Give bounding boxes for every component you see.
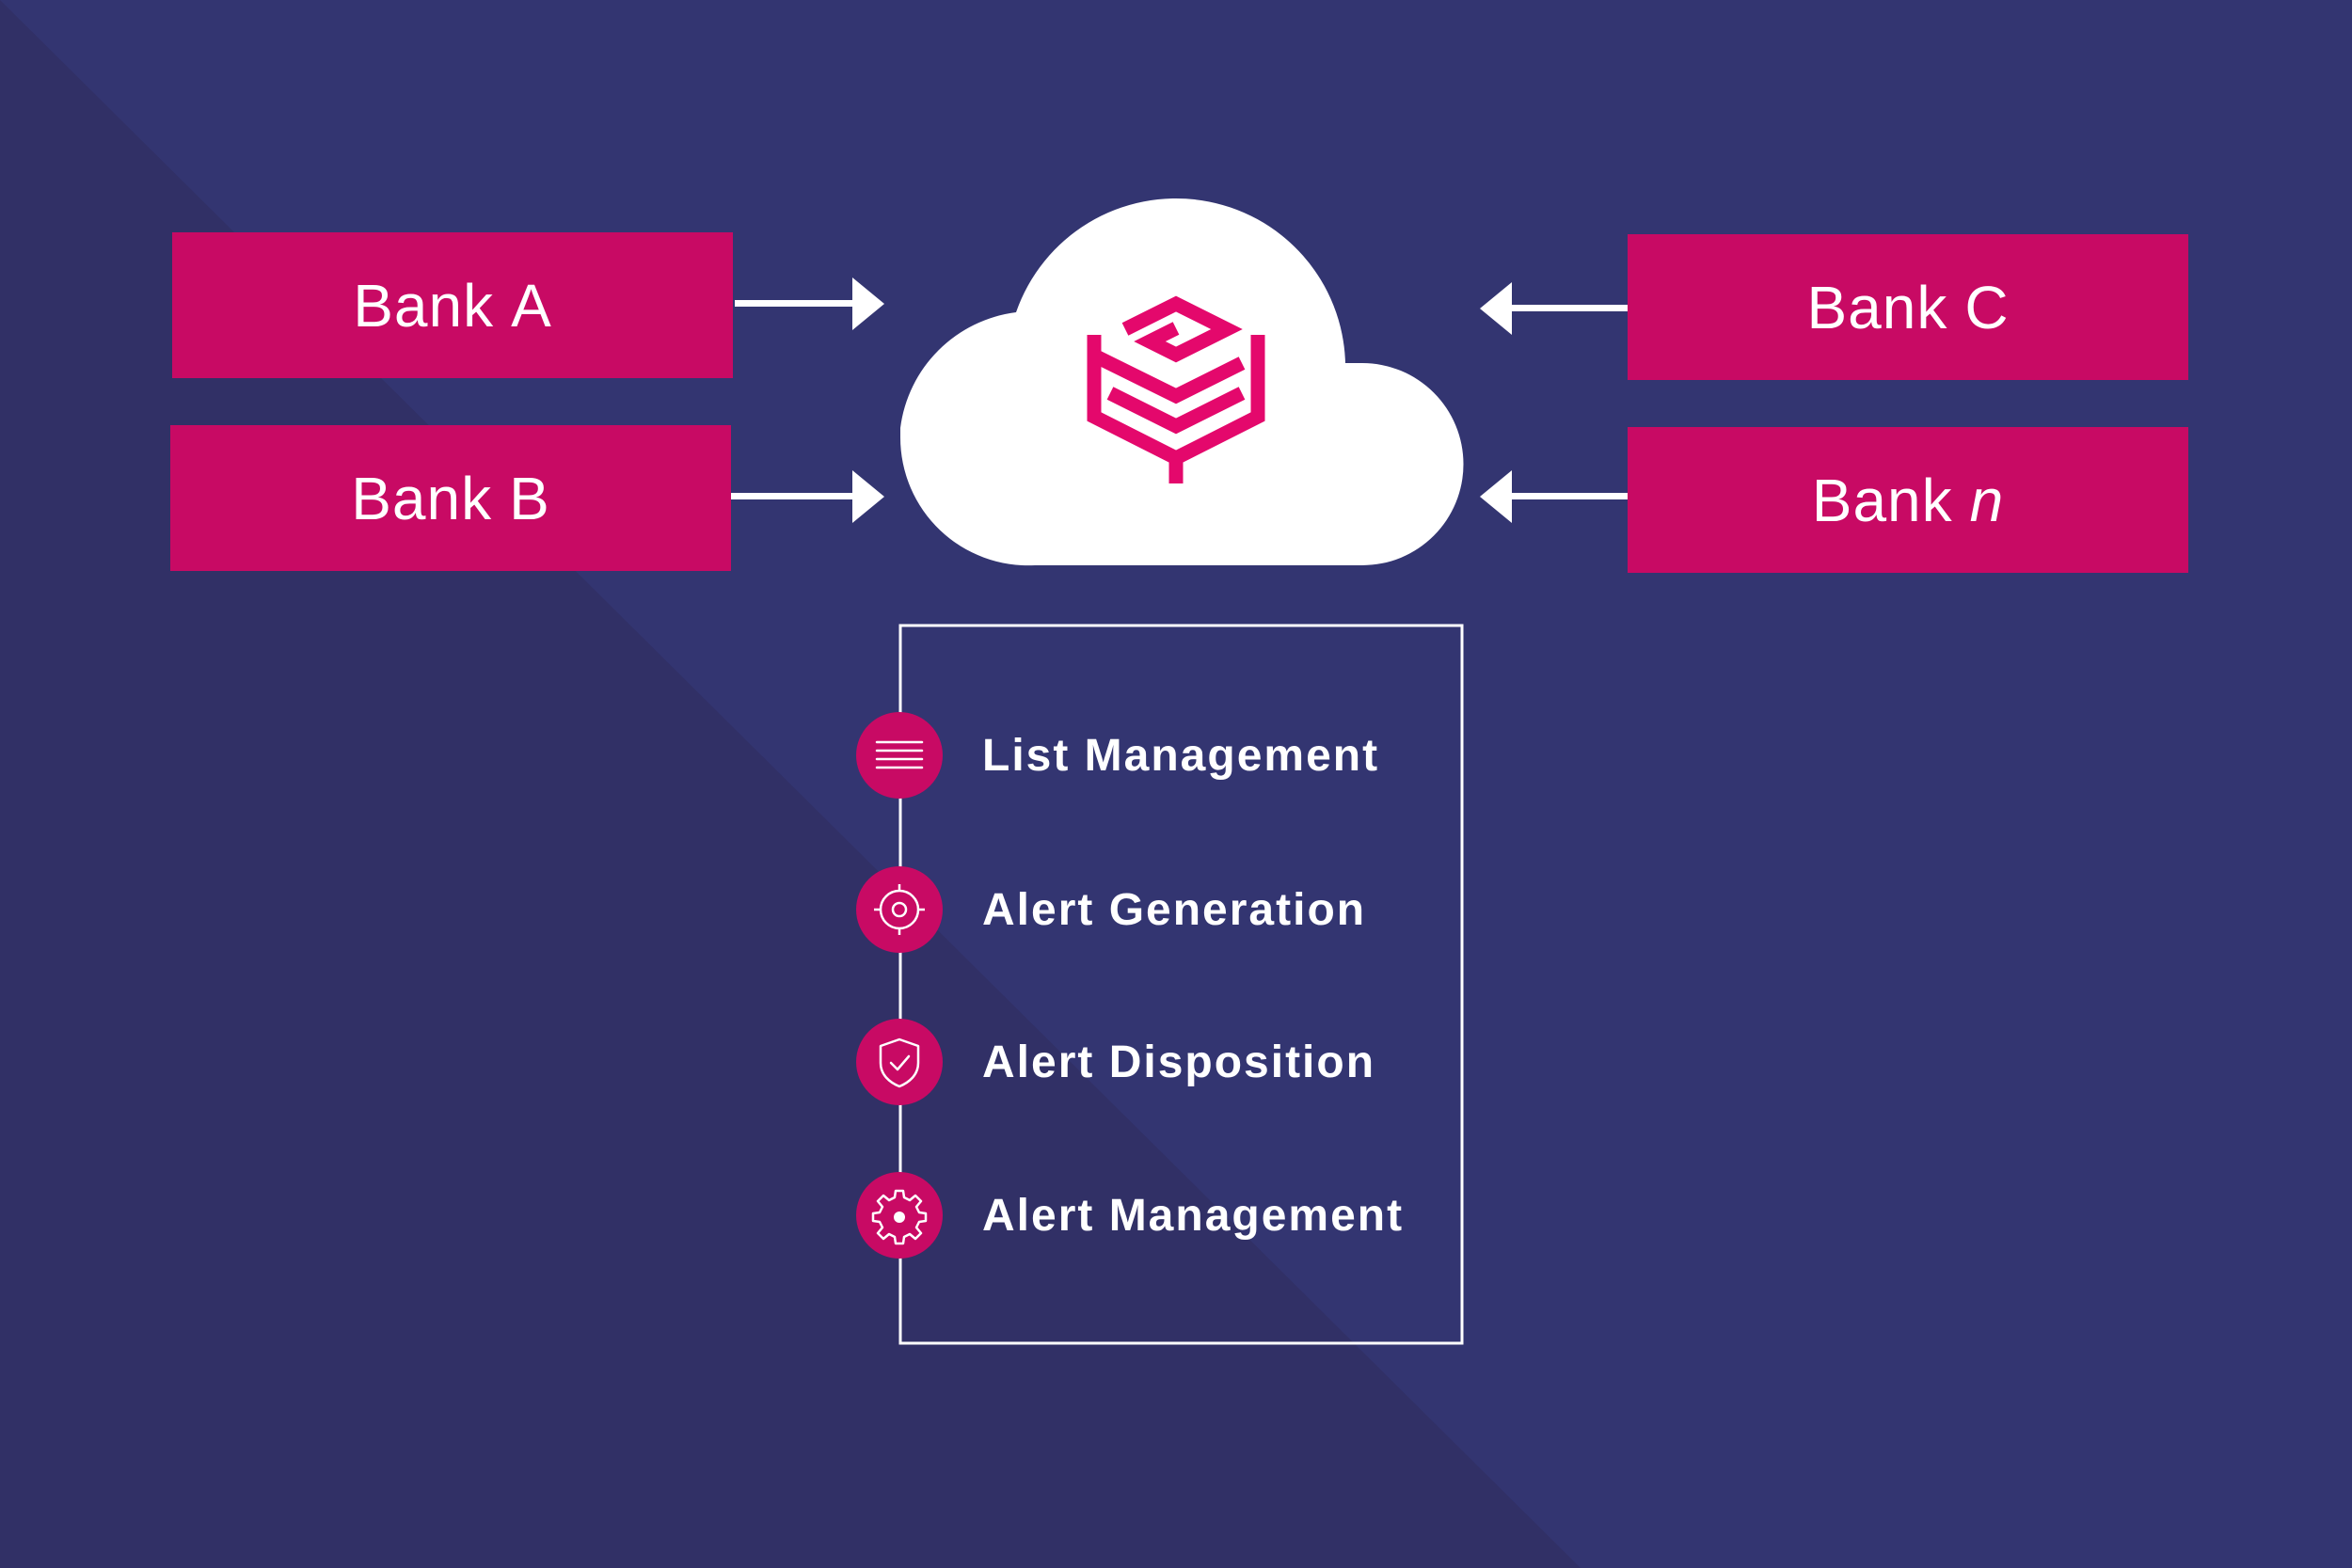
- arrow-bank-a: [735, 277, 884, 330]
- bank-a-suffix: A: [511, 271, 552, 340]
- bank-b-suffix: B: [509, 464, 550, 532]
- bank-b-box: Bank B: [170, 425, 731, 571]
- bank-c-suffix: C: [1964, 273, 2010, 341]
- arrow-bank-c: [1480, 282, 1629, 335]
- arrow-bank-n: [1480, 470, 1629, 523]
- bank-b-label: Bank: [351, 464, 493, 532]
- cloud-shape: [899, 198, 1464, 566]
- bank-c-box: Bank C: [1628, 234, 2188, 380]
- bank-a-label: Bank: [353, 271, 495, 340]
- bank-c-label: Bank: [1806, 273, 1948, 341]
- arrow-bank-b: [731, 470, 884, 523]
- shield-logo-icon: [1087, 295, 1265, 483]
- bank-n-suffix: n: [1969, 466, 2005, 534]
- bank-a-box: Bank A: [172, 232, 733, 378]
- bank-n-box: Bank n: [1628, 427, 2188, 573]
- features-panel: [898, 624, 1464, 1345]
- cloud-hub: [899, 198, 1464, 566]
- bank-n-label: Bank: [1811, 466, 1953, 534]
